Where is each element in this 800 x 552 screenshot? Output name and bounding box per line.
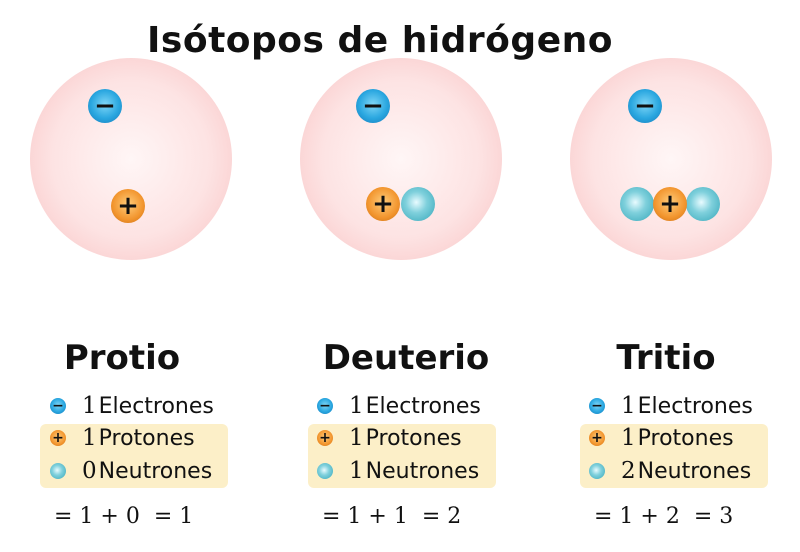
diagram-title: Isótopos de hidrógeno (147, 20, 613, 61)
proton-count: 1 (349, 425, 364, 451)
proton-label: Protones (637, 425, 734, 451)
proton-label: Protones (98, 425, 195, 451)
legend-highlight-tritio (580, 424, 768, 488)
proton-particle: + (653, 187, 687, 221)
proton-icon: + (589, 430, 605, 446)
proton-count: 1 (82, 425, 97, 451)
proton-label: Protones (365, 425, 462, 451)
legend-row-electrons: − 1 Electrones (50, 390, 214, 422)
proton-count: 1 (621, 425, 636, 451)
neutron-particle (401, 187, 435, 221)
neutron-icon (317, 463, 333, 479)
isotope-name-deuterio: Deuterio (322, 338, 490, 378)
neutron-count: 1 (349, 458, 364, 484)
electron-shell (570, 58, 772, 260)
electron-label: Electrones (365, 393, 481, 419)
atom-deuterio: − + (270, 0, 510, 260)
electron-particle: − (88, 89, 122, 123)
legend-row-protons: + 1 Protones (317, 422, 462, 454)
legend-row-protons: + 1 Protones (50, 422, 195, 454)
electron-label: Electrones (98, 393, 214, 419)
neutron-label: Neutrones (637, 458, 752, 484)
electron-label: Electrones (637, 393, 753, 419)
legend-row-neutrons: 0 Neutrones (50, 455, 212, 487)
neutron-icon (50, 463, 66, 479)
legend-row-electrons: − 1 Electrones (317, 390, 481, 422)
legend-row-electrons: − 1 Electrones (589, 390, 753, 422)
neutron-particle (686, 187, 720, 221)
electron-icon: − (317, 398, 333, 414)
atom-protio: − + (0, 0, 240, 260)
electron-count: 1 (82, 393, 97, 419)
legend-highlight-protio (40, 424, 228, 488)
electron-particle: − (356, 89, 390, 123)
legend-row-protons: + 1 Protones (589, 422, 734, 454)
mass-formula-tritio: = 1 + 2 = 3 (594, 504, 734, 529)
electron-count: 1 (349, 393, 364, 419)
electron-icon: − (589, 398, 605, 414)
proton-particle: + (366, 187, 400, 221)
mass-formula-protio: = 1 + 0 = 1 (54, 504, 194, 529)
electron-particle: − (628, 89, 662, 123)
mass-formula-deuterio: = 1 + 1 = 2 (322, 504, 462, 529)
isotope-name-tritio: Tritio (616, 338, 716, 378)
atom-tritio: − + (540, 0, 780, 260)
proton-icon: + (317, 430, 333, 446)
neutron-count: 0 (82, 458, 97, 484)
proton-icon: + (50, 430, 66, 446)
legend-row-neutrons: 1 Neutrones (317, 455, 479, 487)
electron-icon: − (50, 398, 66, 414)
neutron-particle (620, 187, 654, 221)
isotope-name-protio: Protio (63, 338, 181, 378)
neutron-icon (589, 463, 605, 479)
neutron-label: Neutrones (365, 458, 480, 484)
electron-count: 1 (621, 393, 636, 419)
legend-highlight-deuterio (308, 424, 496, 488)
electron-shell (30, 58, 232, 260)
neutron-label: Neutrones (98, 458, 213, 484)
legend-row-neutrons: 2 Neutrones (589, 455, 751, 487)
proton-particle: + (111, 189, 145, 223)
electron-shell (300, 58, 502, 260)
neutron-count: 2 (621, 458, 636, 484)
